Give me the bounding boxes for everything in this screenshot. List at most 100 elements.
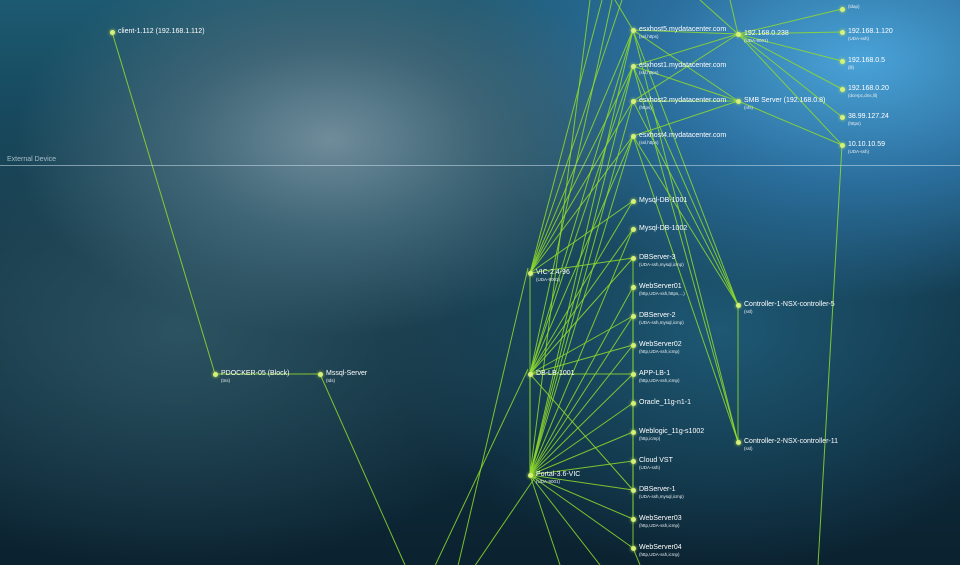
node-protocols: (UDA-ssh,mysql,icmp): [639, 262, 684, 267]
node-dot-icon: [840, 143, 845, 148]
edge-42: [529, 100, 634, 476]
node-name: DB-LB-1001: [536, 370, 575, 377]
node-dot-icon: [840, 59, 845, 64]
edge-24: [529, 29, 634, 274]
node-protocols: (tds): [326, 378, 335, 383]
edge-15: [737, 100, 843, 146]
edge-ext-1: [529, 0, 603, 274]
node-protocols: (UDA-ssh): [848, 36, 869, 41]
node-dot-icon: [736, 440, 741, 445]
edge-31: [529, 65, 634, 375]
node-dot-icon: [631, 199, 636, 204]
edge-51: [529, 460, 634, 476]
node-protocols: (http,UDA-ssh,https,...): [639, 291, 685, 296]
edge-11: [632, 29, 739, 102]
node-dot-icon: [110, 30, 115, 35]
node-name: 38.99.127.24: [848, 113, 889, 120]
node-protocols: (ssl,https): [639, 34, 659, 39]
node-name: WebServer03: [639, 515, 682, 522]
node-name: PDOCKER-05 (Block): [221, 370, 290, 377]
edge-36: [529, 315, 634, 375]
node-dot-icon: [631, 459, 636, 464]
node-protocols: (ssl,https): [639, 140, 659, 145]
edge-3: [632, 33, 739, 67]
node-dot-icon: [631, 372, 636, 377]
edge-47: [529, 344, 634, 476]
node-dot-icon: [631, 401, 636, 406]
node-dot-icon: [631, 64, 636, 69]
edge-5: [737, 8, 843, 35]
node-dot-icon: [631, 227, 636, 232]
node-dot-icon: [213, 372, 218, 377]
edge-ext-2: [529, 0, 613, 375]
node-dot-icon: [631, 314, 636, 319]
node-protocols: (https): [848, 121, 861, 126]
node-name: WebServer02: [639, 341, 682, 348]
node-name: Mssql-Server: [326, 370, 368, 377]
node-protocols: (http,UDA-ssh,icmp): [639, 349, 680, 354]
node-protocols: (dcerpc,dns,lll): [848, 93, 878, 98]
node-name: Weblogic_11g-s1002: [639, 428, 705, 435]
node-dot-icon: [840, 87, 845, 92]
edge-10: [737, 33, 843, 146]
node-dot-icon: [631, 343, 636, 348]
edge-18: [632, 65, 739, 306]
node-dot-icon: [736, 303, 741, 308]
edge-52: [529, 474, 634, 491]
edge-ext-6: [614, 0, 634, 31]
node-dot-icon: [528, 271, 533, 276]
node-dot-icon: [736, 99, 741, 104]
edge-41: [529, 65, 634, 476]
edge-37: [529, 373, 634, 491]
edge-56: [529, 315, 634, 476]
edge-54: [529, 474, 634, 549]
node-dot-icon: [528, 372, 533, 377]
node-protocols: (https): [639, 105, 652, 110]
edge-32: [529, 135, 634, 375]
node-protocols: (ssl,https): [639, 70, 659, 75]
node-dot-icon: [631, 99, 636, 104]
edge-2: [632, 29, 739, 35]
node-protocols: (ssl): [744, 446, 753, 451]
edge-6: [737, 31, 843, 35]
node-dot-icon: [631, 430, 636, 435]
node-name: DBServer-2: [639, 312, 676, 319]
node-name: 192.168.1.120: [848, 28, 893, 35]
node-name: APP-LB-1: [639, 370, 671, 377]
edge-50: [529, 431, 634, 476]
edge-23: [632, 135, 739, 443]
node-protocols: (http,UDA-ssh,icmp): [639, 552, 680, 557]
node-name: DBServer-3: [639, 254, 676, 261]
node-protocols: (UDA-ssh): [639, 465, 660, 470]
edge-9: [737, 33, 843, 118]
edge-27: [529, 135, 634, 274]
edge-ext-0: [319, 373, 406, 565]
edge-29: [529, 257, 634, 274]
edge-ext-9: [699, 0, 739, 35]
node-name: 192.168.0.238: [744, 30, 789, 37]
node-protocols: (UDA-ssh): [848, 149, 869, 154]
edge-26: [529, 100, 634, 274]
edge-30: [529, 29, 634, 375]
node-dot-icon: [840, 30, 845, 35]
edge-ext-14: [457, 267, 529, 565]
node-name: client-1.112 (192.168.1.112): [118, 28, 205, 35]
edge-ext-13: [434, 368, 529, 565]
node-dot-icon: [631, 256, 636, 261]
edge-35: [529, 257, 634, 375]
edge-22: [632, 65, 739, 443]
edge-48: [529, 373, 634, 476]
edge-20: [632, 135, 739, 306]
node-dot-icon: [840, 7, 845, 12]
node-protocols: (nfs): [744, 105, 753, 110]
node-name: Mysql-DB-1002: [639, 225, 688, 232]
node-name: Oracle_11g-n1-1: [639, 399, 692, 406]
node-protocols: (UDA-9001): [536, 277, 561, 282]
node-protocols: (UDA-9001): [536, 479, 561, 484]
node-name: 192.168.0.20: [848, 85, 889, 92]
node-name: Cloud VST: [639, 457, 673, 464]
edge-ext-5: [529, 474, 601, 565]
node-protocols: (UDA-ssh,mysql,icmp): [639, 494, 684, 499]
edge-43: [529, 135, 634, 476]
